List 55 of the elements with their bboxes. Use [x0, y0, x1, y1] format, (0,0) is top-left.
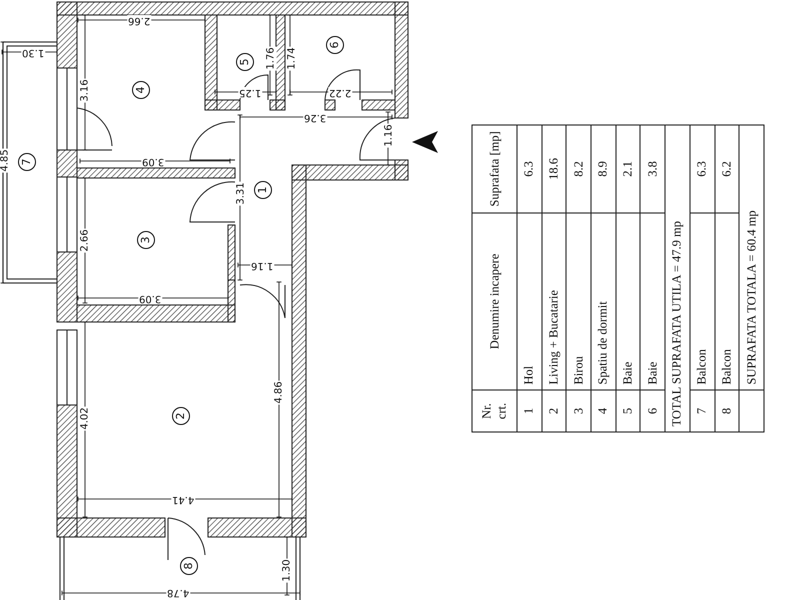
room-name: Living + Bucatarie [542, 212, 566, 390]
dimension-label: 3.16 [80, 78, 91, 102]
row-number: 7 [690, 390, 714, 432]
dimension-label: 1.16 [384, 122, 395, 148]
dimension-label: 2.22 [328, 86, 352, 98]
row-number: 8 [714, 390, 740, 432]
room-name: Birou [566, 212, 592, 390]
area-value: 2.1 [616, 124, 640, 212]
room-name: Spatiu de dormit [591, 212, 616, 390]
column-heading: Nr. crt. [472, 390, 517, 432]
dimension-label: 1.25 [238, 86, 262, 98]
dimension-label: 4.78 [166, 586, 190, 598]
room-number: 7 [18, 153, 36, 171]
room-number: 5 [236, 53, 254, 71]
area-value: 18.6 [542, 124, 566, 212]
dimension-label: 3.09 [141, 156, 166, 166]
total-area: TOTAL SUPRAFATA UTILA = 47.9 mp [665, 124, 690, 432]
dimension-label: 4.86 [274, 380, 285, 404]
room-name: Baie [616, 212, 640, 390]
area-value: 8.2 [566, 124, 592, 212]
dimension-label: 1.30 [282, 558, 293, 582]
dimension-label: 1.30 [21, 46, 46, 58]
area-value: 6.3 [517, 124, 542, 212]
row-number: 2 [542, 390, 566, 432]
dimension-label: 4.85 [0, 148, 11, 172]
dimension-label: 2.66 [80, 228, 91, 252]
dimension-label: 1.16 [250, 260, 274, 270]
column-heading: Denumire incapere [472, 212, 517, 390]
room-name: Balcon [714, 212, 740, 390]
dimension-label: 2.66 [127, 14, 152, 26]
room-number: 3 [137, 231, 155, 249]
area-value: 6.2 [714, 124, 740, 212]
dimension-label: 3.09 [138, 292, 162, 304]
room-number: 2 [172, 407, 190, 425]
room-number: 8 [180, 557, 198, 575]
dimension-label: 3.26 [303, 112, 328, 122]
area-value: 6.3 [690, 124, 714, 212]
row-number: 3 [566, 390, 592, 432]
room-number: 1 [254, 181, 272, 199]
row-number: 5 [616, 390, 640, 432]
room-name: Hol [517, 212, 542, 390]
row-number: 4 [591, 390, 616, 432]
area-value: 8.9 [591, 124, 616, 212]
dimension-label: 4.02 [80, 406, 91, 430]
row-number: 6 [640, 390, 666, 432]
row-number: 1 [517, 390, 542, 432]
dimension-label: 1.76 [266, 46, 277, 70]
room-number: 4 [132, 81, 150, 99]
room-name: Balcon [690, 212, 714, 390]
room-name: Baie [640, 212, 666, 390]
area-value: 3.8 [640, 124, 666, 212]
room-number: 6 [326, 36, 344, 54]
total-area: SUPRAFATA TOTALA = 60.4 mp [739, 124, 764, 390]
dimension-label: 3.31 [236, 180, 247, 206]
column-heading: Suprafata [mp] [472, 124, 517, 212]
